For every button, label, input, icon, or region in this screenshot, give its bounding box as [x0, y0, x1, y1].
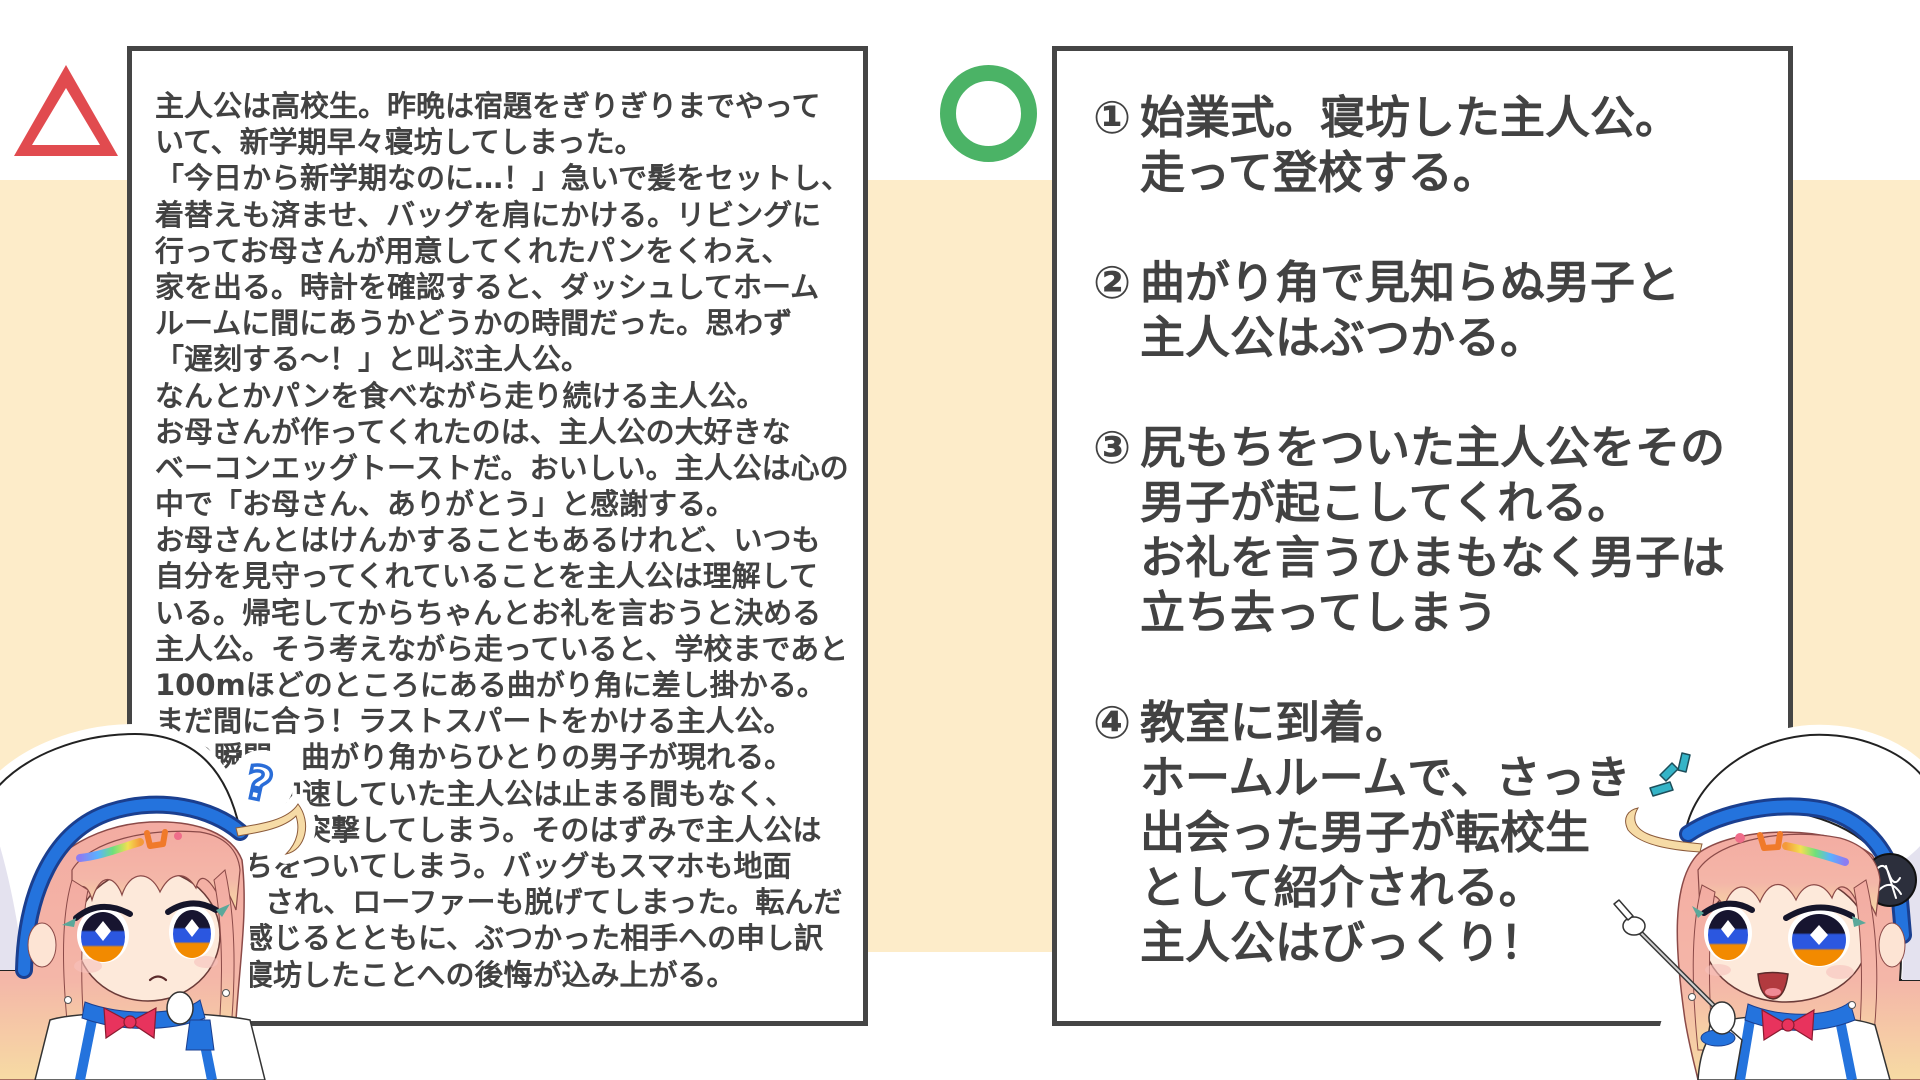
rainbow-hair-clip: [76, 829, 182, 862]
item-line: 教室に到着。: [1140, 696, 1411, 749]
story-line: なんとかパンを食べながら走り続ける主人公。: [155, 378, 766, 413]
pointing-mascot-illustration: [1604, 724, 1920, 1080]
hair-ornament: [222, 989, 230, 997]
story-line: 「遅刻する～！」と叫ぶ主人公。: [155, 342, 591, 377]
item-line: 始業式。寝坊した主人公。: [1140, 91, 1681, 144]
ear: [27, 922, 57, 968]
item-line: 曲がり角で見知らぬ男子と: [1140, 256, 1681, 309]
story-line: 行ってお母さんが用意してくれたパンをくわえ、: [155, 233, 791, 268]
story-line: 加速していた主人公は止まる間もなく、: [273, 776, 795, 811]
item-line: 男子が起こしてくれる。: [1140, 476, 1633, 529]
story-line: 100mほどのところにある曲がり角に差し掛かる。: [155, 668, 826, 702]
item-number: ③: [1093, 421, 1132, 474]
story-line: ちをついてしまう。バッグもスマホも地面: [244, 848, 792, 883]
item-line: お礼を言うひまもなく男子は: [1140, 531, 1726, 584]
mouth-frown: [148, 975, 168, 982]
story-line: お母さんとはけんかすることもあるけれど、いつも: [155, 523, 821, 558]
item-line: として紹介される。: [1140, 861, 1544, 914]
item-line: 主人公はぶつかる。: [1140, 311, 1546, 364]
circle-mark-icon: [940, 65, 1037, 162]
bad-example-story-text: 主人公は高校生。昨晩は宿題をぎりぎりまでやって いて、新学期早々寝坊してしまった…: [155, 88, 850, 993]
story-line: 自分を見守ってくれていることを主人公は理解して: [155, 559, 818, 594]
blush: [1826, 965, 1854, 979]
story-line: いる。帰宅してからちゃんとお礼を言おうと決める: [155, 595, 822, 630]
item-line: 主人公はびっくり！: [1140, 916, 1546, 969]
arm-sleeve: [1697, 1024, 1743, 1080]
item-line: 出会った男子が転校生: [1140, 806, 1591, 859]
blush: [194, 956, 218, 968]
story-line: まだ間に合う！ラストスパートをかける主人公。: [155, 704, 793, 739]
item-line: 走って登校する。: [1140, 146, 1498, 199]
good-example-panel: [1052, 46, 1793, 1026]
pointer-stick: [1630, 922, 1736, 1035]
story-line: ベーコンエッグトーストだ。おいしい。主人公は心の: [155, 450, 849, 485]
hair-ornament: [1688, 993, 1696, 1001]
story-line: 中で「お母さん、ありがとう」と感謝する。: [155, 487, 736, 522]
item-line: ホームルームで、さっき: [1140, 751, 1631, 804]
thinking-mascot-illustration: ?: [0, 724, 316, 1080]
triangle-shape: [14, 65, 118, 156]
pointing-hand-icon: [1613, 899, 1646, 936]
bad-example-panel: [127, 46, 868, 1026]
red-bow: [1761, 1008, 1815, 1042]
beret-hat: [0, 732, 249, 979]
left-eye: [62, 904, 133, 963]
story-line: 感じるとともに、ぶつかった相手への申し訳: [244, 921, 824, 956]
item-number: ②: [1093, 256, 1132, 309]
story-line: 家を出る。時計を確認すると、ダッシュしてホーム: [155, 269, 820, 304]
story-line: いて、新学期早々寝坊してしまった。: [155, 125, 644, 160]
hair-ornament: [64, 996, 72, 1004]
blush: [74, 959, 102, 973]
item-number: ④: [1093, 696, 1132, 749]
ahoge-hair-curl: [1625, 807, 1703, 853]
story-line: 主人公。そう考えながら走っていると、学校まであと: [155, 631, 849, 666]
red-bow: [103, 1006, 157, 1040]
right-eye: [165, 900, 230, 959]
sparkle-lines-icon: [1649, 752, 1691, 797]
circle-shape: [940, 65, 1037, 162]
story-line: 着替えも済ませ、バッグを肩にかける。リビングに: [155, 197, 822, 232]
ear: [1878, 922, 1906, 968]
story-line: ルームに間にあうかどうかの時間だった。思わず: [155, 306, 793, 341]
story-line: 「今日から新学期なのに…！」急いで髪をセットし、: [155, 161, 851, 196]
item-line: 立ち去ってしまう: [1140, 586, 1498, 639]
triangle-mark-icon: [14, 65, 118, 156]
hair-ornament: [1848, 1001, 1856, 1009]
story-line: お母さんが作ってくれたのは、主人公の大好きな: [155, 414, 791, 449]
story-line: 子に突撃してしまう。そのはずみで主人公は: [244, 812, 822, 847]
rainbow-hair-clip: [1735, 831, 1849, 866]
ahoge-hair-curl: [235, 803, 307, 855]
blush: [1705, 964, 1731, 976]
glove-hand: [166, 991, 215, 1051]
right-eye: [1783, 904, 1866, 967]
story-line: 寝坊したことへの後悔が込み上がる。: [244, 957, 736, 992]
story-line: され、ローファーも脱げてしまった。転んだ: [265, 885, 843, 920]
open-smile-mouth: [1757, 971, 1789, 1000]
item-line: 尻もちをついた主人公をその: [1140, 421, 1726, 474]
story-line: 主人公は高校生。昨晩は宿題をぎりぎりまでやって: [155, 89, 821, 123]
item-number: ①: [1093, 91, 1132, 144]
left-eye: [1692, 900, 1755, 961]
